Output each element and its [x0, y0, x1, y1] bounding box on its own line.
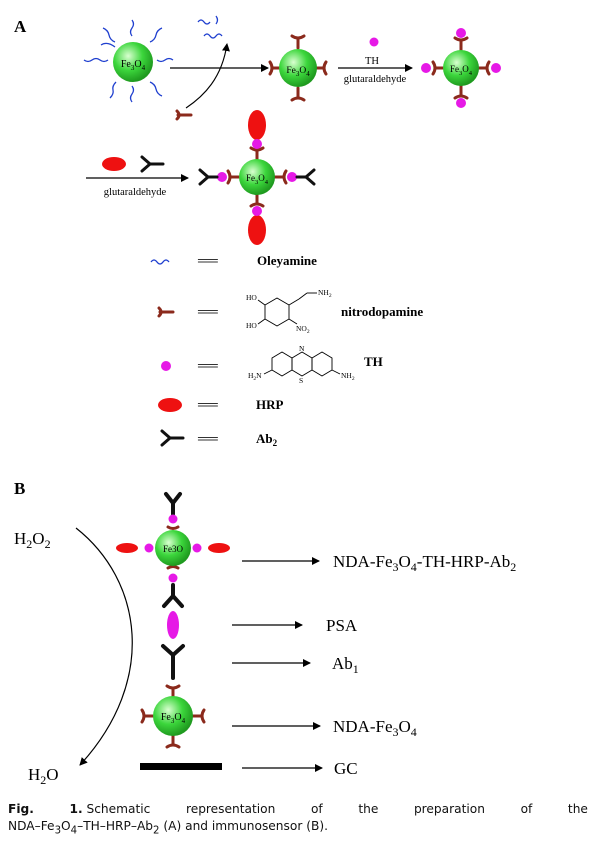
caption-number: 1. [69, 802, 83, 816]
panel-b-ab1 [161, 644, 185, 680]
thionine-structure [263, 351, 341, 377]
th-reaction-step: TH glutaraldehyde [338, 37, 413, 85]
legend-th: TH [364, 354, 383, 369]
hrp-icon [158, 398, 182, 412]
panel-b-probe: Fe3O [116, 492, 230, 608]
label-ab1: Ab1 [332, 654, 359, 676]
nitrodopamine-reagent-icon [175, 109, 193, 121]
svg-text:H2O2: H2O2 [14, 529, 51, 551]
caption-word: representation [185, 802, 276, 816]
label-psa: PSA [326, 616, 358, 635]
svg-text:H2N: H2N [248, 371, 262, 382]
caption-line-2: NDA–Fe3O4–TH–HRP–Ab2 (A) and immunosenso… [8, 819, 328, 837]
svg-text:TH: TH [365, 56, 379, 67]
caption-word: preparation [413, 802, 485, 816]
caption-line-1: Fig. 1. Schematic representation of the … [8, 801, 588, 818]
nitrodopamine-icon [157, 306, 175, 318]
svg-text:Fe3O4: Fe3O4 [450, 64, 473, 77]
legend-ab2: Ab2 [256, 431, 278, 448]
svg-text:H2O: H2O [28, 765, 59, 787]
svg-text:Fe3O4: Fe3O4 [246, 173, 269, 186]
th-reagent-dot [369, 37, 379, 47]
svg-text:══: ══ [197, 398, 218, 413]
caption-word: of [520, 802, 533, 816]
panel-b-gc-electrode [140, 763, 222, 770]
svg-text:NO2: NO2 [296, 324, 310, 335]
svg-text:glutaraldehyde: glutaraldehyde [344, 74, 407, 85]
svg-text:══: ══ [197, 305, 218, 320]
svg-text:N: N [299, 344, 305, 353]
svg-text:NH2: NH2 [318, 288, 332, 299]
panel-a-label: A [14, 17, 27, 36]
leaving-oleyamine-arrow [185, 43, 230, 109]
caption-word: Schematic [86, 802, 151, 816]
panel-b-h2o2: H2O2 H2O [14, 527, 133, 787]
hrp-reagent-icon [102, 157, 126, 171]
nda-th-particle: Fe3O4 [421, 28, 501, 108]
svg-text:Fe3O4: Fe3O4 [161, 712, 186, 725]
legend: ══ Oleyamine ══ HO HO NH2 NO2 nitrodopam… [150, 253, 423, 448]
scheme-figure: A B Fe3O4 [14, 15, 516, 787]
svg-text:Fe3O4: Fe3O4 [121, 59, 146, 72]
panel-b-psa [167, 611, 179, 639]
legend-oleyamine: Oleyamine [257, 253, 317, 268]
svg-text:NH2: NH2 [341, 371, 355, 382]
svg-text:Fe3O: Fe3O [163, 544, 184, 554]
ab2-reagent-icon [140, 155, 165, 173]
svg-text:══: ══ [197, 432, 218, 447]
legend-nitrodopamine: nitrodopamine [341, 304, 423, 319]
panel-b-label: B [14, 479, 25, 498]
svg-text:Fe3O4: Fe3O4 [286, 66, 310, 78]
probe-particle: Fe3O4 [198, 110, 316, 245]
free-oleyamine-icon [197, 15, 223, 39]
nitrodopamine-structure [257, 292, 317, 327]
svg-text:HO: HO [246, 321, 257, 330]
panel-b-labels [232, 557, 323, 772]
caption-word: the [358, 802, 379, 816]
label-gc: GC [334, 759, 358, 778]
label-probe: NDA-Fe3O4-TH-HRP-Ab2 [333, 552, 516, 574]
figure-caption: Fig. 1. Schematic representation of the … [8, 801, 588, 839]
nda-particle: Fe3O4 [268, 34, 328, 102]
oleyamine-coated-particle: Fe3O4 [83, 19, 174, 103]
svg-text:glutaraldehyde: glutaraldehyde [104, 187, 167, 198]
panel-b-nda-particle: Fe3O4 [140, 684, 206, 749]
legend-hrp: HRP [256, 397, 284, 412]
svg-text:══: ══ [197, 254, 218, 269]
th-dot-icon [161, 361, 171, 371]
caption-word: the [567, 802, 588, 816]
svg-text:══: ══ [197, 359, 218, 374]
oleyamine-icon [150, 259, 170, 265]
svg-text:HO: HO [246, 293, 257, 302]
glutaraldehyde-step: glutaraldehyde [86, 155, 189, 198]
caption-fig: Fig. [8, 802, 34, 816]
label-nda: NDA-Fe3O4 [333, 717, 417, 739]
svg-text:S: S [299, 376, 303, 385]
ab2-icon [160, 429, 185, 447]
caption-word: of [310, 802, 323, 816]
